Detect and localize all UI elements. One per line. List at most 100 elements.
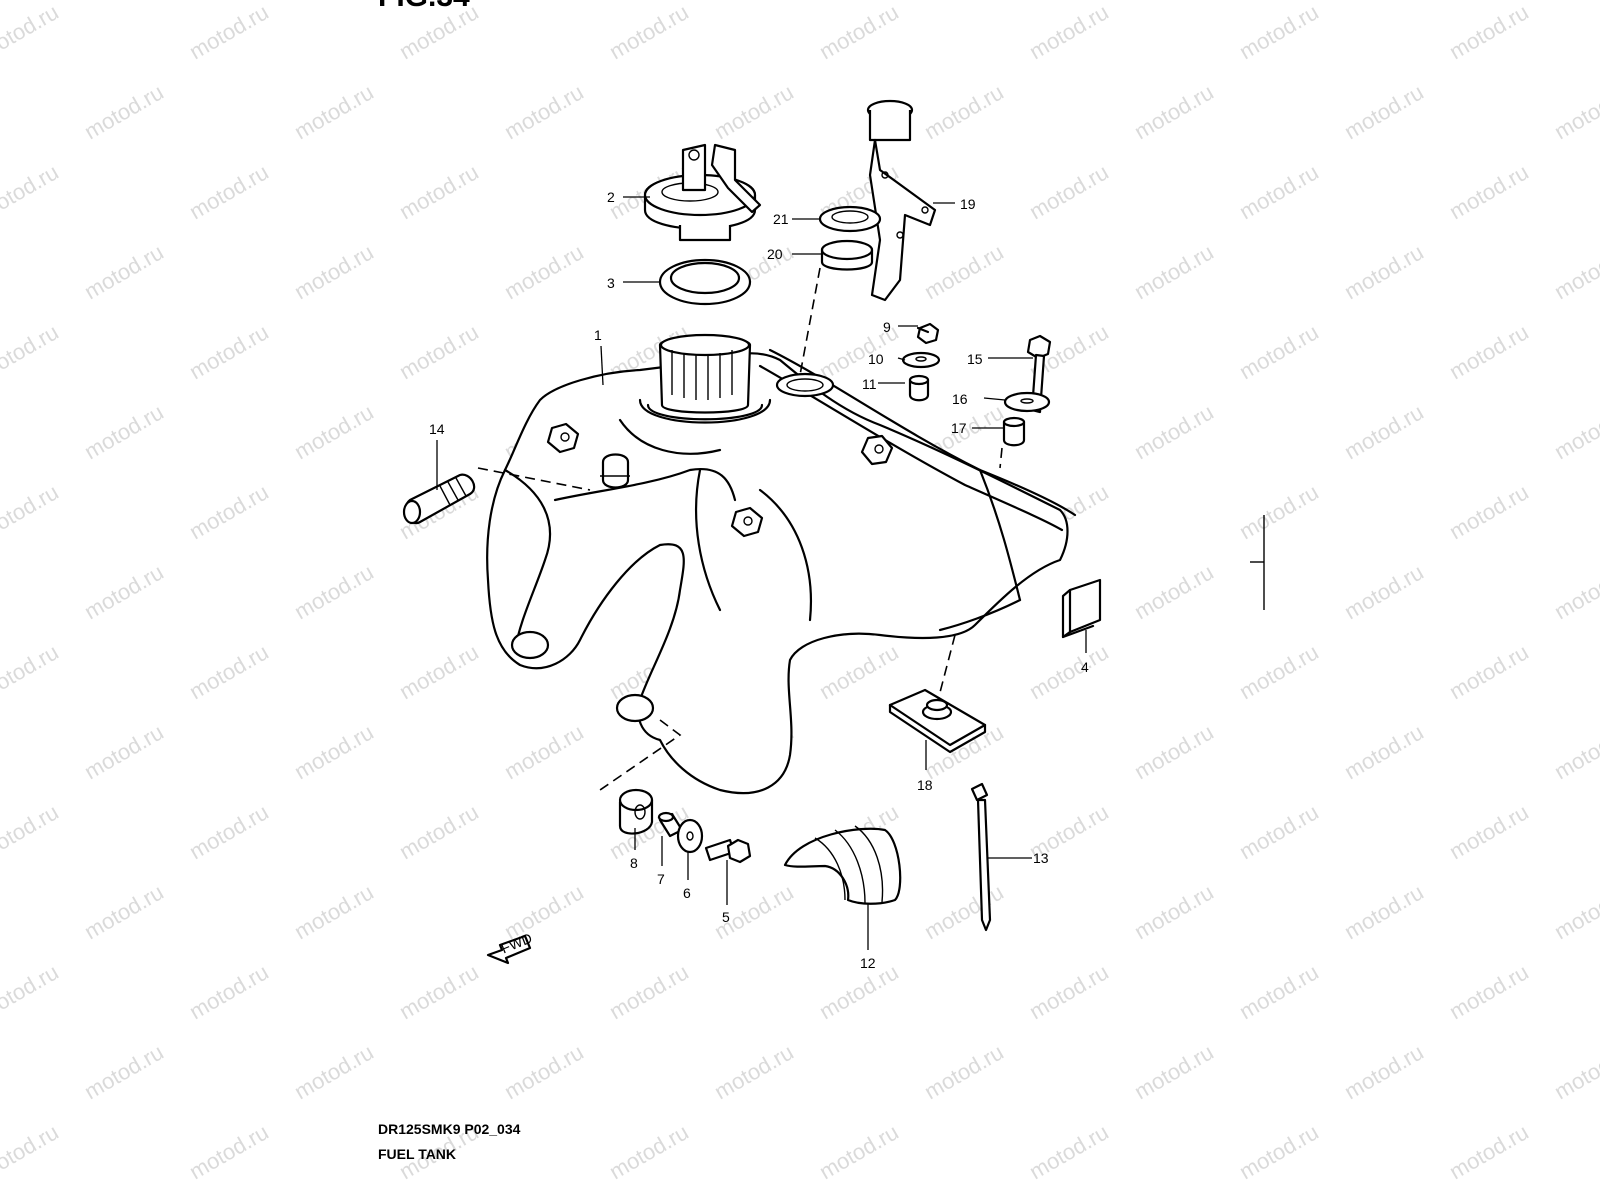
watermark-text: motod.ru: [500, 1039, 588, 1104]
watermark-text: motod.ru: [1235, 799, 1323, 864]
watermark-text: motod.ru: [185, 639, 273, 704]
watermark-text: motod.ru: [605, 959, 693, 1024]
callout-12: 12: [860, 955, 876, 971]
watermark-text: motod.ru: [290, 719, 378, 784]
callout-2: 2: [607, 189, 615, 205]
watermark-text: motod.ru: [1445, 159, 1533, 224]
watermark-text: motod.ru: [1025, 639, 1113, 704]
watermark-text: motod.ru: [1235, 959, 1323, 1024]
watermark-text: motod.ru: [290, 239, 378, 304]
callout-21: 21: [773, 211, 789, 227]
watermark-text: motod.ru: [605, 0, 693, 64]
leader-lines: [436, 196, 1087, 950]
watermark-text: motod.ru: [80, 879, 168, 944]
watermark-text: motod.ru: [500, 879, 588, 944]
gauge-grommet: [818, 205, 882, 233]
watermark-text: motod.ru: [1130, 399, 1218, 464]
callout-5: 5: [722, 909, 730, 925]
callout-labels: 1 2 3 4 5 6 7 8 9 10 11 12 13 14 15 16 1…: [429, 189, 1089, 971]
watermark-text: motod.ru: [1340, 879, 1428, 944]
watermark-text: motod.ru: [710, 1039, 798, 1104]
watermark-text: motod.ru: [1550, 1039, 1600, 1104]
watermark-text: motod.ru: [815, 0, 903, 64]
watermark-text: motod.ru: [1340, 399, 1428, 464]
pad-4: [1061, 578, 1102, 639]
watermark-text: motod.ru: [920, 879, 1008, 944]
watermark-text: motod.ru: [1235, 479, 1323, 544]
watermark-text: motod.ru: [1235, 1119, 1323, 1184]
watermark-text: motod.ru: [395, 319, 483, 384]
watermark-text: motod.ru: [710, 79, 798, 144]
fwd-direction-arrow: FWD: [486, 930, 534, 965]
installation-lines: [477, 267, 1265, 791]
watermark-text: motod.ru: [1445, 319, 1533, 384]
gauge-gasket: [820, 239, 874, 271]
watermark-text: motod.ru: [0, 479, 63, 544]
watermark-text: motod.ru: [1340, 239, 1428, 304]
callout-13: 13: [1033, 850, 1049, 866]
watermark-text: motod.ru: [185, 799, 273, 864]
watermark-text: motod.ru: [815, 639, 903, 704]
watermark-text: motod.ru: [0, 0, 63, 64]
watermark-text: motod.ru: [1235, 639, 1323, 704]
watermark-text: motod.ru: [80, 239, 168, 304]
watermark-text: motod.ru: [1130, 239, 1218, 304]
watermark-text: motod.ru: [500, 719, 588, 784]
watermark-text: motod.ru: [1130, 1039, 1218, 1104]
callout-16: 16: [952, 391, 968, 407]
watermark-text: motod.ru: [0, 639, 63, 704]
watermark-text: motod.ru: [1445, 639, 1533, 704]
watermark-text: motod.ru: [0, 319, 63, 384]
callout-14: 14: [429, 421, 445, 437]
watermark-text: motod.ru: [815, 1119, 903, 1184]
watermark-text: motod.ru: [290, 879, 378, 944]
watermark-text: motod.ru: [0, 159, 63, 224]
watermark-text: motod.ru: [1550, 79, 1600, 144]
collar-11: [908, 374, 930, 402]
watermark-text: motod.ru: [1550, 239, 1600, 304]
figure-name: FUEL TANK: [378, 1146, 457, 1162]
watermark-text: motod.ru: [1130, 879, 1218, 944]
watermark-text: motod.ru: [395, 0, 483, 64]
watermark-text: motod.ru: [395, 639, 483, 704]
callout-17: 17: [951, 420, 967, 436]
watermark-text: motod.ru: [185, 1119, 273, 1184]
watermark-text: motod.ru: [185, 959, 273, 1024]
fuel-tank-body: [486, 333, 1077, 795]
figure-title: FIG.34: [378, 0, 470, 14]
callout-11: 11: [862, 376, 877, 392]
watermark-text: motod.ru: [1340, 719, 1428, 784]
watermark-text: motod.ru: [395, 799, 483, 864]
watermark-text: motod.ru: [0, 1119, 63, 1184]
callout-8: 8: [630, 855, 638, 871]
watermark-text: motod.ru: [185, 0, 273, 64]
cable-tie: [970, 782, 992, 932]
watermark-text: motod.ru: [80, 1039, 168, 1104]
watermark-text: motod.ru: [1025, 959, 1113, 1024]
cap-gasket: [658, 258, 752, 306]
watermark-text: motod.ru: [290, 399, 378, 464]
watermark-text: motod.ru: [1445, 1119, 1533, 1184]
fuel-cap: [643, 143, 762, 242]
watermark-text: motod.ru: [1550, 719, 1600, 784]
callout-1: 1: [594, 327, 602, 343]
watermark-text: motod.ru: [1445, 799, 1533, 864]
watermark-text: motod.ru: [0, 799, 63, 864]
watermark-text: motod.ru: [290, 1039, 378, 1104]
watermark-text: motod.ru: [920, 79, 1008, 144]
callout-3: 3: [607, 275, 615, 291]
watermark-text: motod.ru: [1445, 479, 1533, 544]
watermark-text: motod.ru: [80, 719, 168, 784]
watermark-text: motod.ru: [500, 79, 588, 144]
watermark-text: motod.ru: [1445, 0, 1533, 64]
watermark-text: motod.ru: [1235, 159, 1323, 224]
watermark-text: motod.ru: [500, 239, 588, 304]
watermark-text: motod.ru: [0, 959, 63, 1024]
watermark-text: motod.ru: [1130, 79, 1218, 144]
watermark-text: motod.ru: [1340, 1039, 1428, 1104]
watermark-text: motod.ru: [1025, 1119, 1113, 1184]
watermark-text: motod.ru: [395, 959, 483, 1024]
washer-16: [1003, 391, 1051, 413]
fuel-cock-fitting: [402, 473, 476, 525]
watermark-text: motod.ru: [1235, 319, 1323, 384]
